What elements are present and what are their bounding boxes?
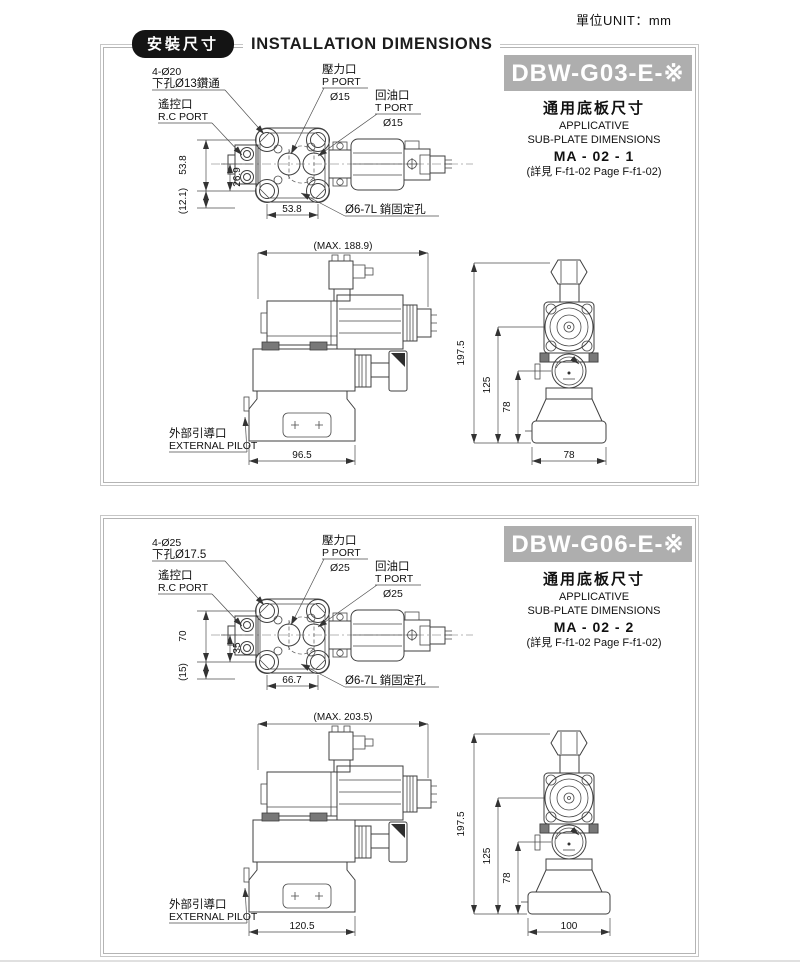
external-pilot-label-zh: 外部引導口 bbox=[169, 897, 227, 911]
page-title: INSTALLATION DIMENSIONS bbox=[243, 34, 501, 54]
dim-bolt-spacing-h: 53.8 bbox=[282, 204, 302, 215]
valve-side-geometry bbox=[243, 254, 437, 442]
subplate-code: MA - 02 - 2 bbox=[553, 619, 635, 636]
p-port-diameter: Ø25 bbox=[330, 562, 350, 574]
dim-max-length: (MAX. 203.5) bbox=[314, 712, 373, 723]
rc-port-label-en: R.C PORT bbox=[158, 111, 209, 123]
t-port-label-en: T PORT bbox=[375, 102, 414, 114]
t-port-label-zh: 回油口 bbox=[375, 559, 410, 573]
page-edge-line bbox=[0, 960, 800, 962]
p-port-diameter: Ø15 bbox=[330, 91, 350, 103]
subplate-line2: SUB-PLATE DIMENSIONS bbox=[527, 604, 661, 617]
top-view-drawing: 4-Ø20 下孔Ø13鑽通 遙控口 R.C PORT 壓力口 P PORT Ø1… bbox=[152, 63, 473, 219]
front-view-dimensions: 197.5 125 78 100 bbox=[456, 733, 611, 936]
external-pilot-label-en: EXTERNAL PILOT bbox=[169, 440, 258, 452]
t-port-diameter: Ø25 bbox=[383, 588, 403, 600]
subplate-line1: APPLICATIVE bbox=[558, 119, 630, 132]
dim-max-length: (MAX. 188.9) bbox=[314, 241, 373, 252]
side-view-dimensions: (MAX. 203.5) 外部引導口 EXTERNAL PILOT 120.5 bbox=[169, 712, 429, 936]
rc-port-label-en: R.C PORT bbox=[158, 582, 209, 594]
dim-total-height: 197.5 bbox=[456, 811, 467, 836]
front-view-drawing: 197.5 125 78 78 bbox=[456, 259, 607, 465]
dim-center-offset: 26.9 bbox=[232, 167, 243, 187]
mount-bolt-sub-label: 下孔Ø17.5 bbox=[152, 548, 206, 561]
t-port-diameter: Ø15 bbox=[383, 117, 403, 129]
external-pilot-label-zh: 外部引導口 bbox=[169, 426, 227, 440]
p-port-label-en: P PORT bbox=[322, 76, 361, 88]
subplate-title-zh: 通用底板尺寸 bbox=[542, 100, 645, 117]
dim-bolt-spacing-h: 66.7 bbox=[282, 675, 302, 686]
plan-view-dimensions: 53.8 26.9 (12.1) 53.8 bbox=[178, 139, 319, 219]
dim-base-width: 96.5 bbox=[292, 450, 312, 461]
t-port-label-zh: 回油口 bbox=[375, 88, 410, 102]
external-pilot-label-en: EXTERNAL PILOT bbox=[169, 911, 258, 923]
unit-label: 單位UNIT：mm bbox=[576, 13, 672, 28]
valve-front-geometry bbox=[525, 259, 607, 444]
valve-side-geometry bbox=[243, 725, 437, 913]
p-port-label-zh: 壓力口 bbox=[322, 63, 357, 76]
dim-lower-offset: (15) bbox=[178, 663, 189, 681]
plan-view-labels: 4-Ø20 下孔Ø13鑽通 遙控口 R.C PORT 壓力口 P PORT Ø1… bbox=[152, 63, 439, 217]
dim-center-offset: 35 bbox=[232, 642, 243, 654]
subplate-info: 通用底板尺寸 APPLICATIVE SUB-PLATE DIMENSIONS … bbox=[486, 99, 702, 180]
subplate-code: MA - 02 - 1 bbox=[553, 148, 635, 165]
side-view-drawing: (MAX. 203.5) 外部引導口 EXTERNAL PILOT 120.5 bbox=[169, 712, 437, 936]
pin-hole-label: Ø6-7L 銷固定孔 bbox=[345, 202, 426, 216]
dim-front-width: 78 bbox=[563, 450, 575, 461]
dim-bolt-spacing-v: 53.8 bbox=[178, 155, 189, 175]
front-view-dimensions: 197.5 125 78 78 bbox=[456, 262, 607, 465]
dim-base-width: 120.5 bbox=[289, 921, 314, 932]
panel-dbw-g06: DBW-G06-E-※ 通用底板尺寸 APPLICATIVE SUB-PLATE… bbox=[100, 515, 699, 957]
panel-dbw-g03: DBW-G03-E-※ 通用底板尺寸 APPLICATIVE SUB-PLATE… bbox=[100, 44, 699, 486]
subplate-title-zh: 通用底板尺寸 bbox=[542, 571, 645, 588]
dim-bolt-spacing-v: 70 bbox=[178, 630, 189, 642]
plan-view-labels: 4-Ø25 下孔Ø17.5 遙控口 R.C PORT 壓力口 P PORT Ø2… bbox=[152, 534, 439, 688]
dim-low-height: 78 bbox=[502, 401, 513, 413]
dim-low-height: 78 bbox=[502, 872, 513, 884]
mount-bolt-label: 4-Ø20 bbox=[152, 66, 181, 78]
dim-front-width: 100 bbox=[561, 921, 578, 932]
subplate-ref: (詳見 F-f1-02 Page F-f1-02) bbox=[526, 166, 662, 179]
pin-hole-label: Ø6-7L 銷固定孔 bbox=[345, 673, 426, 687]
page-header: 安裝尺寸 INSTALLATION DIMENSIONS bbox=[132, 30, 501, 58]
side-view-drawing: (MAX. 188.9) 外部引導口 EXTERNAL PILOT 96.5 bbox=[169, 241, 437, 465]
plan-view-dimensions: 70 35 (15) 66.7 bbox=[178, 610, 319, 690]
dim-mid-height: 125 bbox=[482, 376, 493, 393]
mount-bolt-label: 4-Ø25 bbox=[152, 537, 181, 549]
rc-port-label-zh: 遙控口 bbox=[158, 97, 193, 111]
p-port-label-en: P PORT bbox=[322, 547, 361, 559]
side-view-dimensions: (MAX. 188.9) 外部引導口 EXTERNAL PILOT 96.5 bbox=[169, 241, 429, 465]
front-view-drawing: 197.5 125 78 100 bbox=[456, 730, 611, 936]
t-port-label-en: T PORT bbox=[375, 573, 414, 585]
dim-lower-offset: (12.1) bbox=[178, 188, 189, 214]
rc-port-label-zh: 遙控口 bbox=[158, 568, 193, 582]
model-banner: DBW-G03-E-※ bbox=[504, 55, 692, 91]
subplate-line1: APPLICATIVE bbox=[558, 590, 630, 603]
dim-mid-height: 125 bbox=[482, 847, 493, 864]
dim-total-height: 197.5 bbox=[456, 340, 467, 365]
subplate-line2: SUB-PLATE DIMENSIONS bbox=[527, 133, 661, 146]
mount-bolt-sub-label: 下孔Ø13鑽通 bbox=[152, 76, 220, 90]
valve-front-geometry bbox=[521, 730, 611, 915]
model-banner: DBW-G06-E-※ bbox=[504, 526, 692, 562]
subplate-info: 通用底板尺寸 APPLICATIVE SUB-PLATE DIMENSIONS … bbox=[486, 570, 702, 651]
subplate-ref: (詳見 F-f1-02 Page F-f1-02) bbox=[526, 637, 662, 650]
section-title-pill: 安裝尺寸 bbox=[132, 30, 235, 58]
top-view-drawing: 4-Ø25 下孔Ø17.5 遙控口 R.C PORT 壓力口 P PORT Ø2… bbox=[152, 534, 473, 690]
p-port-label-zh: 壓力口 bbox=[322, 534, 357, 547]
